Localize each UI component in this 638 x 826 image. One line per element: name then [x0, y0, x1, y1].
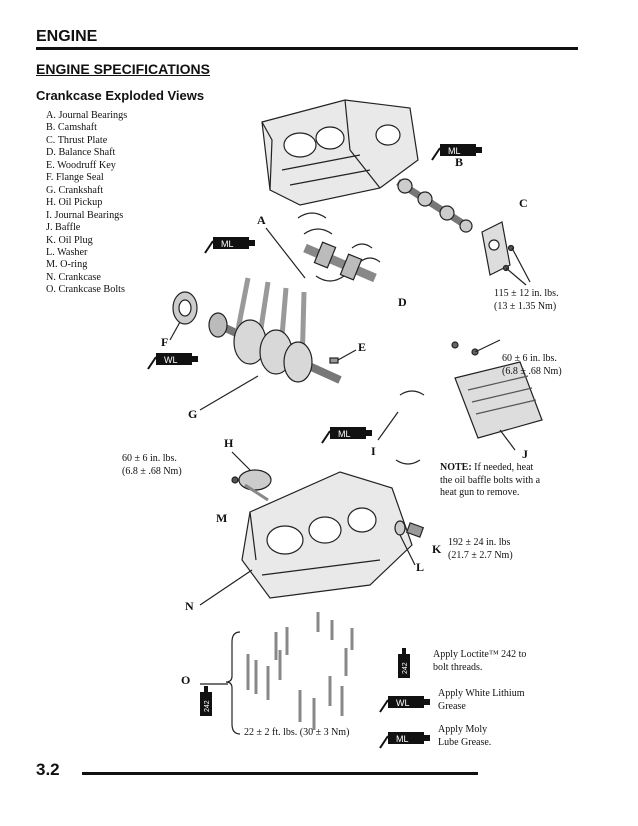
note-line3: heat gun to remove. — [440, 487, 520, 498]
baffle-note: NOTE: If needed, heat the oil baffle bol… — [440, 462, 540, 500]
legend-item: E. Woodruff Key — [46, 159, 116, 171]
callout-m: M — [216, 511, 228, 525]
loctite-bottle-icon: 242 — [200, 686, 212, 716]
key-loctite: Apply Loctite™ 242 to bolt threads. — [433, 649, 526, 674]
callout-g: G — [188, 407, 198, 421]
upper-crankcase-drawing — [261, 99, 419, 206]
loctite-bottle-icon: 242 — [398, 648, 410, 678]
section-title: ENGINE SPECIFICATIONS — [36, 61, 210, 77]
key-wl-line1: Apply White Lithium — [438, 688, 525, 699]
legend-item: O. Crankcase Bolts — [46, 284, 125, 296]
torque-c-line1: 115 ± 12 in. lbs. — [494, 288, 559, 299]
torque-k-line2: (21.7 ± 2.7 Nm) — [448, 549, 513, 561]
callout-n: N — [185, 599, 194, 613]
subsection-title: Crankcase Exploded Views — [36, 88, 205, 103]
torque-h-line2: (6.8 ± .68 Nm) — [122, 465, 182, 477]
torque-c: 115 ± 12 in. lbs. (13 ± 1.35 Nm) — [494, 288, 559, 313]
key-loctite-line2: bolt threads. — [433, 661, 483, 673]
journal-bearings-a-drawing — [265, 212, 381, 282]
note-line2: the oil baffle bolts with a — [440, 474, 541, 486]
woodruff-key-drawing — [329, 349, 357, 364]
baffle-bolt-drawing — [451, 341, 459, 349]
legend-item: J. Baffle — [46, 222, 81, 234]
callout-h: H — [224, 436, 234, 450]
callout-l: L — [416, 560, 425, 574]
white-lithium-grease-icon: WL — [379, 696, 430, 713]
torque-o: 22 ± 2 ft. lbs. (30 ± 3 Nm) — [244, 727, 350, 738]
legend-item: H. Oil Pickup — [46, 197, 103, 209]
callout-f: F — [161, 335, 169, 349]
torque-k-line1: 192 ± 24 in. lbs — [448, 537, 511, 548]
crankshaft-drawing — [199, 277, 342, 411]
white-lithium-grease-icon: WL — [147, 353, 198, 370]
legend-item: L. Washer — [46, 246, 88, 258]
wl-icon-label: WL — [164, 355, 178, 365]
key-loctite-line1: Apply Loctite™ 242 to — [433, 649, 527, 660]
legend-item: N. Crankcase — [46, 271, 101, 283]
legend-item: C. Thrust Plate — [46, 134, 108, 146]
key-moly: Apply Moly Lube Grease. — [438, 724, 491, 749]
torque-e-line1: 60 ± 6 in. lbs. — [502, 353, 557, 364]
callout-k: K — [432, 542, 442, 556]
lower-crankcase-drawing — [199, 471, 413, 606]
balance-shaft-drawing — [303, 241, 377, 283]
note-text: If needed, heat — [471, 462, 534, 473]
page-number: 3.2 — [36, 760, 60, 779]
torque-e: 60 ± 6 in. lbs. (6.8 ± .68 Nm) — [502, 353, 562, 378]
journal-bearings-i-drawing — [377, 390, 425, 465]
torque-h: 60 ± 6 in. lbs. (6.8 ± .68 Nm) — [122, 453, 182, 478]
callout-d: D — [398, 295, 407, 309]
oil-pickup-drawing — [231, 451, 272, 502]
ml-icon-label: ML — [396, 734, 409, 744]
legend-item: G. Crankshaft — [46, 184, 104, 196]
legend-item: M. O-ring — [46, 259, 88, 271]
callout-e: E — [358, 340, 367, 354]
page-header-title: ENGINE — [36, 28, 98, 45]
callout-c: C — [519, 196, 528, 210]
ml-icon-label: ML — [338, 429, 351, 439]
loctite-icon-label: 242 — [402, 662, 409, 674]
torque-k: 192 ± 24 in. lbs (21.7 ± 2.7 Nm) — [448, 537, 513, 562]
flange-seal-drawing — [169, 291, 198, 341]
legend-item: F. Flange Seal — [46, 172, 104, 184]
parts-legend: A. Journal Bearings B. Camshaft C. Thrus… — [46, 110, 127, 297]
moly-grease-icon: ML — [379, 732, 430, 749]
legend-item: I. Journal Bearings — [46, 209, 124, 221]
wl-icon-label: WL — [396, 698, 410, 708]
note-label: NOTE: — [440, 462, 472, 473]
legend-item: K. Oil Plug — [46, 234, 93, 246]
thrust-plate-drawing — [481, 221, 531, 286]
callout-j: J — [522, 447, 528, 461]
key-ml-line2: Lube Grease. — [438, 736, 492, 748]
footer-rule — [82, 772, 478, 775]
loctite-icon-label: 242 — [204, 700, 211, 712]
key-white-lithium: Apply White Lithium Grease — [438, 688, 524, 713]
key-wl-line2: Grease — [438, 700, 466, 712]
legend-item: D. Balance Shaft — [46, 147, 116, 159]
callout-i: I — [371, 444, 376, 458]
moly-grease-icon: ML — [204, 237, 255, 254]
key-ml-line1: Apply Moly — [438, 724, 488, 735]
baffle-drawing — [454, 361, 543, 451]
torque-e-line2: (6.8 ± .68 Nm) — [502, 365, 562, 377]
callout-a: A — [257, 213, 266, 227]
header-rule — [36, 47, 578, 50]
callout-o: O — [181, 673, 191, 687]
oil-plug-drawing — [394, 520, 425, 566]
crankcase-bolts-drawing — [246, 612, 354, 730]
bolt-group-brace — [225, 631, 241, 735]
moly-grease-icon: ML — [321, 427, 372, 444]
ml-icon-label: ML — [448, 146, 461, 156]
moly-grease-icon: ML — [431, 144, 482, 161]
callout-b: B — [455, 155, 464, 169]
camshaft-drawing — [396, 178, 473, 233]
leader-line — [474, 339, 501, 353]
torque-c-line2: (13 ± 1.35 Nm) — [494, 300, 557, 312]
torque-h-line1: 60 ± 6 in. lbs. — [122, 453, 177, 464]
legend-item: B. Camshaft — [46, 122, 97, 134]
note-line1: NOTE: If needed, heat — [440, 462, 540, 475]
ml-icon-label: ML — [221, 239, 234, 249]
legend-item: A. Journal Bearings — [46, 110, 128, 121]
